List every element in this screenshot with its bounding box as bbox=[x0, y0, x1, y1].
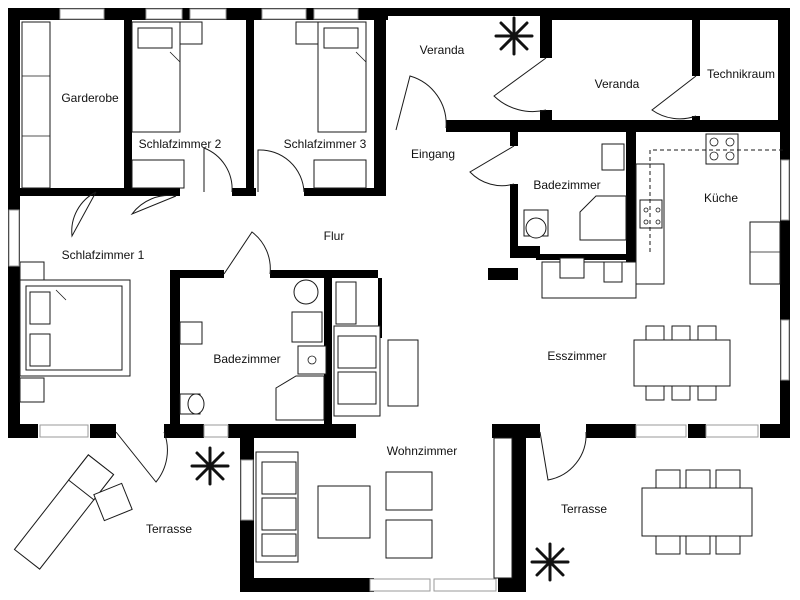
windows bbox=[8, 8, 790, 592]
walls bbox=[8, 8, 790, 592]
plant-icon bbox=[530, 542, 570, 582]
plant-icon bbox=[494, 16, 534, 56]
label-flur: Flur bbox=[324, 229, 345, 243]
label-technikraum: Technikraum bbox=[707, 67, 775, 81]
label-badezimmer-2: Badezimmer bbox=[213, 352, 280, 366]
label-schlafzimmer-1: Schlafzimmer 1 bbox=[62, 248, 145, 262]
label-terrasse-2: Terrasse bbox=[561, 502, 607, 516]
label-veranda-1: Veranda bbox=[420, 43, 465, 57]
label-eingang: Eingang bbox=[411, 147, 455, 161]
doors bbox=[71, 57, 697, 483]
label-badezimmer-1: Badezimmer bbox=[533, 178, 600, 192]
label-schlafzimmer-3: Schlafzimmer 3 bbox=[284, 137, 367, 151]
label-esszimmer: Esszimmer bbox=[547, 349, 606, 363]
label-kueche: Küche bbox=[704, 191, 738, 205]
label-garderobe: Garderobe bbox=[61, 91, 119, 105]
plant-icon bbox=[190, 446, 230, 486]
label-terrasse-1: Terrasse bbox=[146, 522, 192, 536]
label-schlafzimmer-2: Schlafzimmer 2 bbox=[139, 137, 222, 151]
label-wohnzimmer: Wohnzimmer bbox=[387, 444, 457, 458]
room-labels: Garderobe Schlafzimmer 2 Schlafzimmer 3 … bbox=[61, 43, 775, 536]
label-veranda-2: Veranda bbox=[595, 77, 640, 91]
furniture bbox=[13, 21, 784, 579]
